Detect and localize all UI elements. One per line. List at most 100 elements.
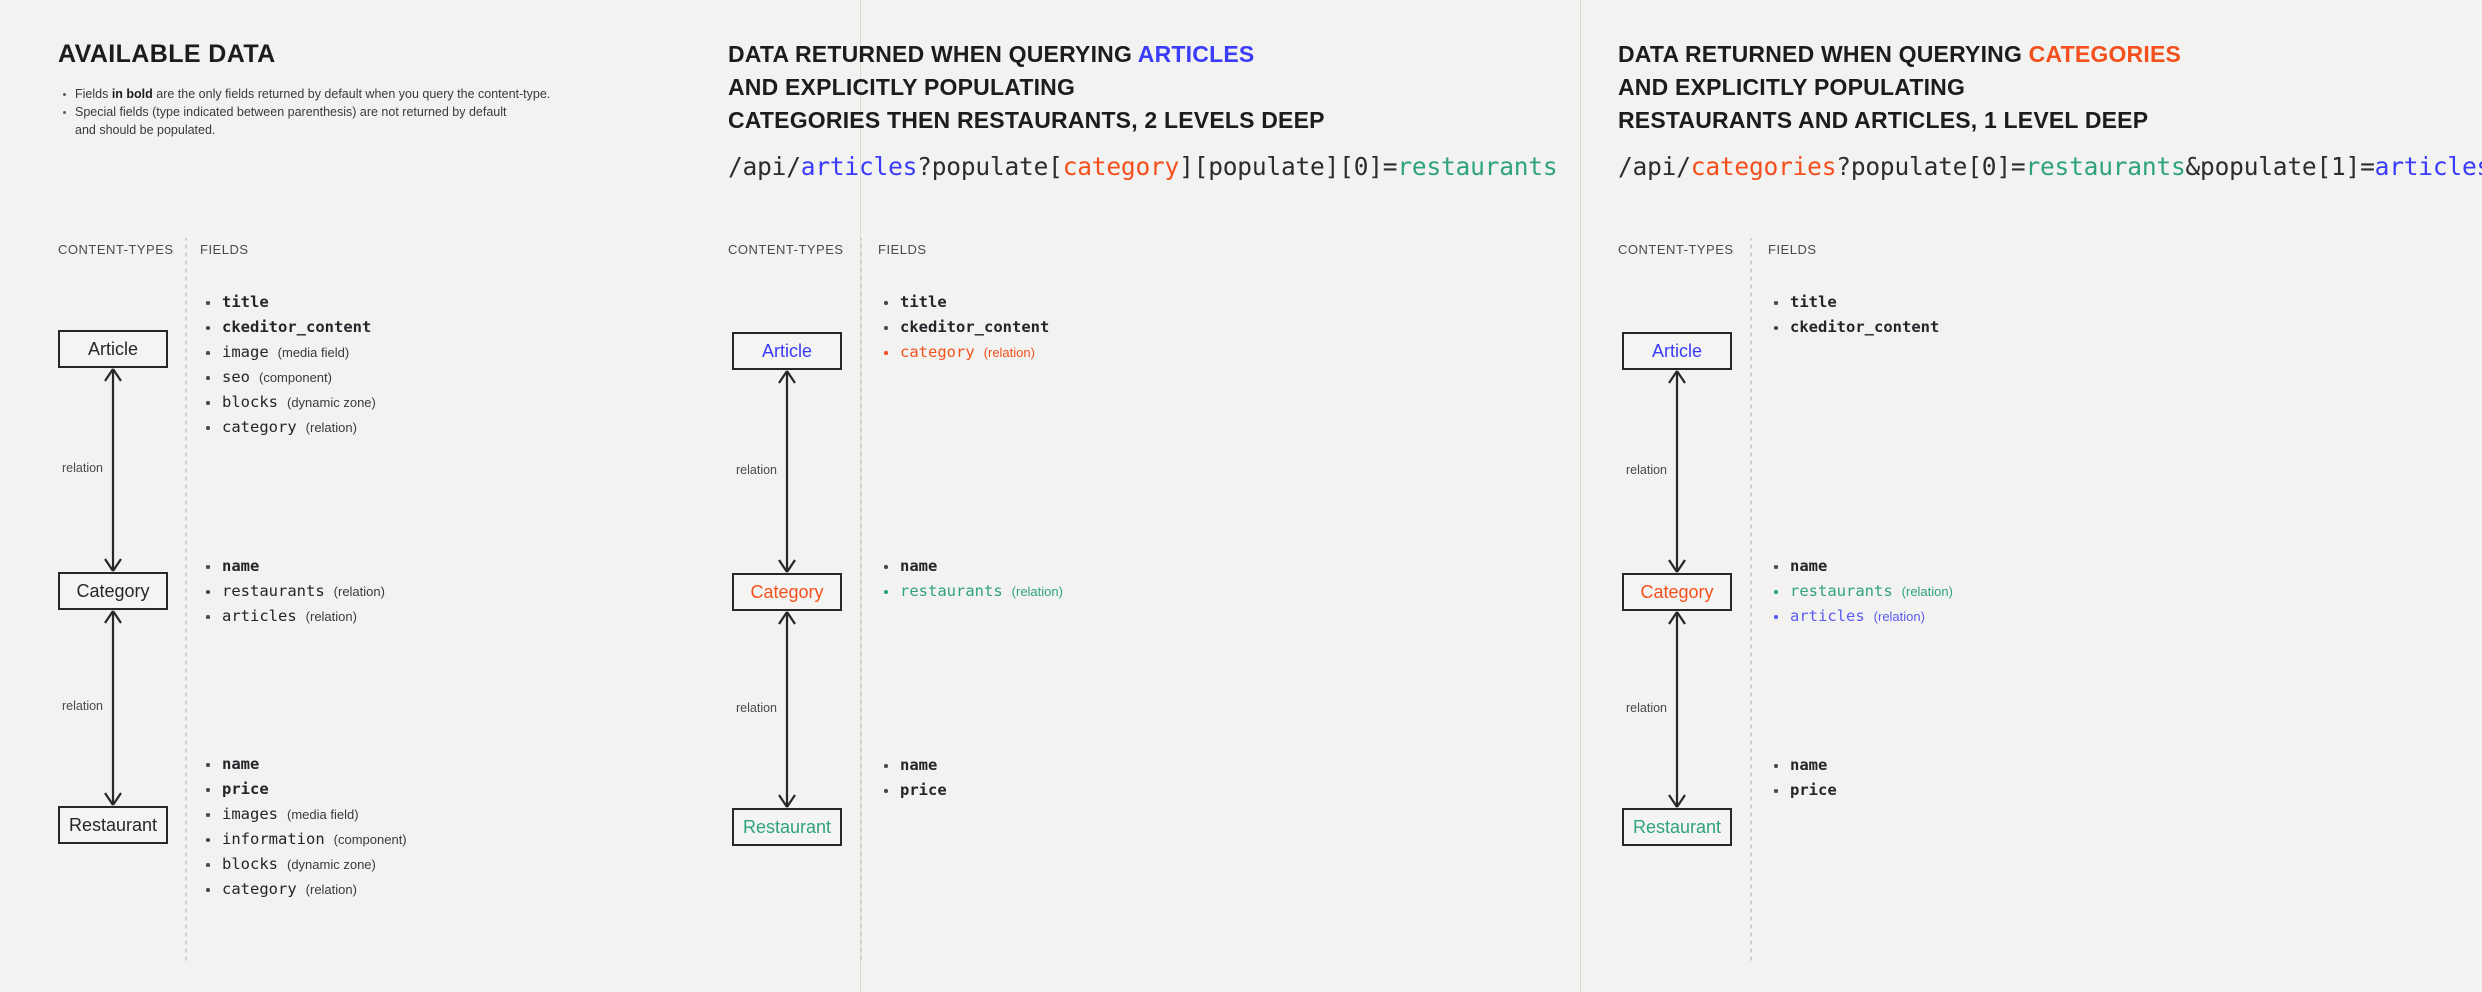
field-name: name <box>900 756 938 774</box>
field-item: images (media field) <box>200 802 407 827</box>
field-name: ckeditor_content <box>222 318 372 336</box>
api-url-part: restaurants <box>2025 152 2186 181</box>
field-type: (relation) <box>305 882 357 897</box>
field-name: blocks <box>222 393 278 411</box>
heading-line: CATEGORIES THEN RESTAURANTS, 2 LEVELS DE… <box>728 107 1325 133</box>
api-url-part: /api/ <box>728 152 801 181</box>
field-item: restaurants (relation) <box>1768 579 1953 604</box>
column-heading-query-categories: DATA RETURNED WHEN QUERYING CATEGORIES AN… <box>1618 38 2181 137</box>
field-type: (dynamic zone) <box>287 857 376 872</box>
field-item: title <box>200 290 376 315</box>
field-name: name <box>222 755 260 773</box>
legend-note-emphasis: in bold <box>111 87 153 101</box>
heading-line: AND EXPLICITLY POPULATING <box>1618 74 1966 100</box>
node-label: Restaurant <box>68 814 158 835</box>
legend-note: Special fields (type indicated between p… <box>58 104 550 121</box>
pane-label-content-types: CONTENT-TYPES <box>1618 242 1734 257</box>
relation-connector <box>772 611 802 808</box>
node-article[interactable]: Article <box>1622 332 1732 370</box>
field-name: price <box>900 781 947 799</box>
api-url-part: categories <box>1690 152 1837 181</box>
field-type: (component) <box>259 370 332 385</box>
field-type: (relation) <box>983 345 1035 360</box>
pane-dotted-divider <box>1750 238 1752 963</box>
node-category[interactable]: Category <box>58 572 168 610</box>
field-item: blocks(dynamic zone) <box>200 852 407 877</box>
field-type: (relation) <box>1901 584 1953 599</box>
api-url-part: ?populate[0]= <box>1836 152 2026 181</box>
column-heading-available-data: AVAILABLE DATA <box>58 38 276 71</box>
field-item: category(relation) <box>200 415 376 440</box>
pane-label-content-types: CONTENT-TYPES <box>58 242 174 257</box>
legend-notes: Fields in bold are the only fields retur… <box>58 86 550 139</box>
field-name: price <box>222 780 269 798</box>
field-name: name <box>900 557 938 575</box>
field-group-restaurant: name price <box>878 753 947 803</box>
field-name: images <box>222 805 278 823</box>
heading-line: DATA RETURNED WHEN QUERYING ARTICLES <box>728 41 1255 67</box>
node-article[interactable]: Article <box>732 332 842 370</box>
node-label: Article <box>87 338 138 359</box>
field-item: category (relation) <box>878 340 1049 365</box>
field-item: price <box>878 778 947 803</box>
api-url-part: category <box>1062 152 1180 181</box>
node-restaurant[interactable]: Restaurant <box>58 806 168 844</box>
pane-label-fields: FIELDS <box>200 242 249 257</box>
pane-dotted-divider <box>860 238 862 963</box>
api-url-part: ][populate][0]= <box>1179 152 1398 181</box>
relation-connector <box>1662 370 1692 573</box>
field-item: name <box>200 752 407 777</box>
field-name: articles <box>222 607 297 625</box>
pane-label-content-types: CONTENT-TYPES <box>728 242 844 257</box>
heading-line: DATA RETURNED WHEN QUERYING CATEGORIES <box>1618 41 2182 67</box>
field-type: (relation) <box>305 609 357 624</box>
relation-connector-label: relation <box>736 462 777 477</box>
node-restaurant[interactable]: Restaurant <box>1622 808 1732 846</box>
field-name: name <box>1790 756 1828 774</box>
field-type: (dynamic zone) <box>287 395 376 410</box>
field-item: price <box>1768 778 1837 803</box>
field-item: articles (relation) <box>200 604 385 629</box>
relation-connector <box>1662 611 1692 808</box>
api-url-part: /api/ <box>1618 152 1691 181</box>
field-name: information <box>222 830 325 848</box>
field-name: category <box>900 343 975 361</box>
legend-note-continuation: and should be populated. <box>75 123 216 137</box>
relation-connector-label: relation <box>62 461 103 475</box>
relation-connector-label: relation <box>1626 700 1667 715</box>
field-item: articles (relation) <box>1768 604 1953 629</box>
node-category[interactable]: Category <box>1622 573 1732 611</box>
relation-connector <box>98 368 128 572</box>
field-item: name <box>878 554 1063 579</box>
heading-highlight: ARTICLES <box>1137 41 1255 67</box>
api-url: /api/categories?populate[0]=restaurants&… <box>1618 152 2482 181</box>
field-item: restaurants(relation) <box>878 579 1063 604</box>
field-group-category: name restaurants (relation) articles (relati… <box>1768 554 1953 629</box>
field-name: name <box>222 557 260 575</box>
field-item: image(media field) <box>200 340 376 365</box>
field-type: (relation) <box>1873 609 1925 624</box>
field-type: (relation) <box>333 584 385 599</box>
field-name: articles <box>1790 607 1865 625</box>
field-name: title <box>1790 293 1837 311</box>
node-category[interactable]: Category <box>732 573 842 611</box>
field-name: title <box>222 293 269 311</box>
node-restaurant[interactable]: Restaurant <box>732 808 842 846</box>
field-name: name <box>1790 557 1828 575</box>
field-item: restaurants(relation) <box>200 579 385 604</box>
node-label: Article <box>1651 340 1702 361</box>
field-name: restaurants <box>1790 582 1893 600</box>
field-name: price <box>1790 781 1837 799</box>
field-name: category <box>222 418 297 436</box>
heading-line: RESTAURANTS AND ARTICLES, 1 LEVEL DEEP <box>1618 107 2149 133</box>
relation-connector <box>772 370 802 573</box>
heading-line: AVAILABLE DATA <box>58 40 276 68</box>
field-item: name <box>1768 554 1953 579</box>
field-type: (media field) <box>287 807 359 822</box>
field-item: category(relation) <box>200 877 407 902</box>
node-label: Category <box>76 580 150 601</box>
field-item: ckeditor_content <box>200 315 376 340</box>
node-article[interactable]: Article <box>58 330 168 368</box>
